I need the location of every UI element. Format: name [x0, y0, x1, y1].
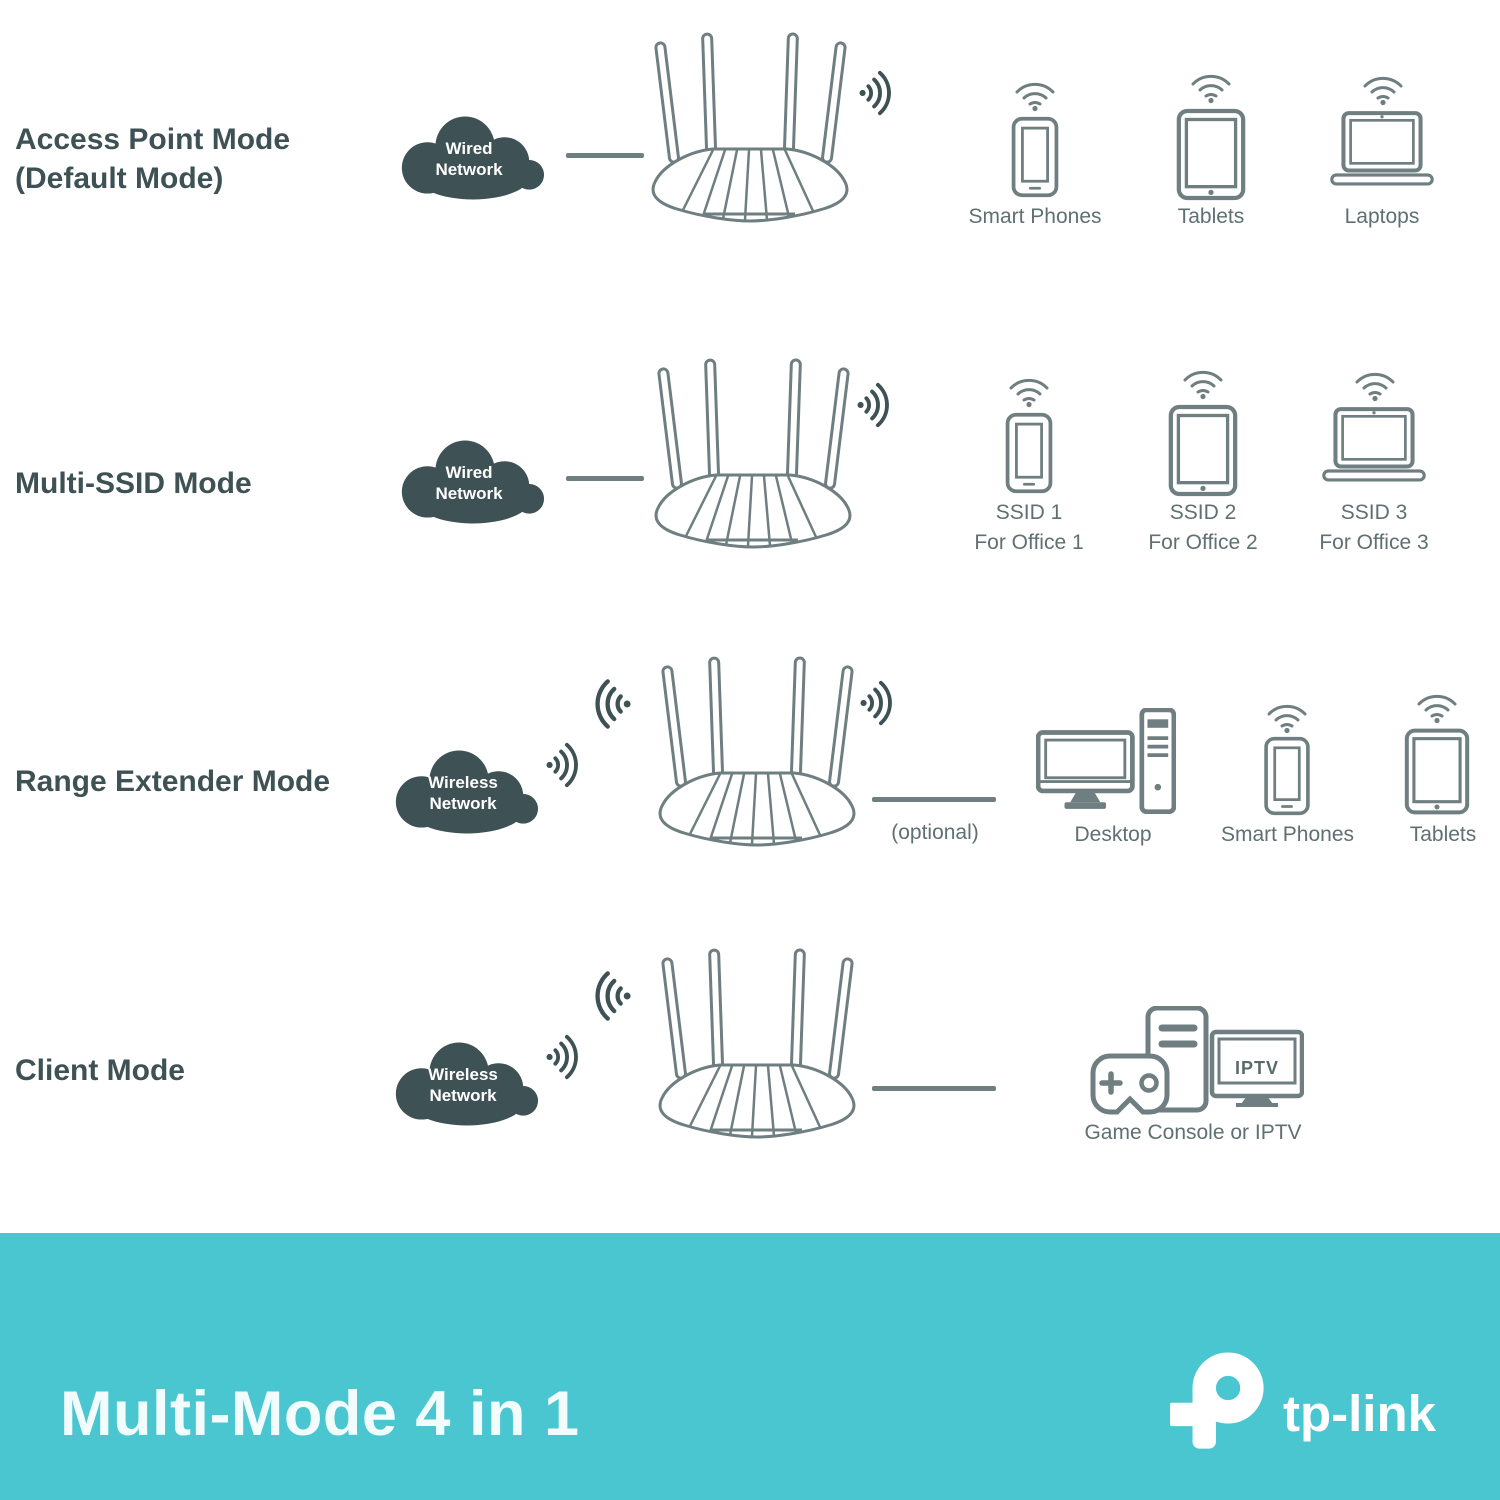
cloud-label: Wired Network: [435, 139, 503, 179]
wifi-fan-icon: [1189, 70, 1233, 104]
mode-label-multi-ssid: Multi-SSID Mode: [15, 467, 252, 500]
wireless-network-cloud: Wireless Network: [384, 1038, 542, 1130]
device-label: Game Console or IPTV: [1084, 1121, 1302, 1144]
wifi-signal-right-icon: [544, 1032, 584, 1082]
wired-connection-line: [566, 153, 644, 158]
ssid-sublabel: For Office 1: [974, 531, 1084, 554]
cloud-label: Wireless Network: [428, 1065, 498, 1105]
device-label: Desktop: [1074, 823, 1152, 846]
device-label: Tablets: [1409, 823, 1477, 846]
wifi-fan-icon: [1013, 78, 1057, 112]
optional-connection-line: [872, 797, 996, 802]
ssid-label: SSID 3: [1340, 501, 1408, 524]
device-label: Smart Phones: [1220, 823, 1355, 846]
router-icon: [648, 358, 858, 556]
wifi-fan-icon: [1361, 72, 1405, 106]
client-connection-line: [872, 1086, 996, 1091]
tablet-icon: [1168, 404, 1238, 497]
wifi-fan-icon: [1265, 700, 1309, 734]
ssid-label: SSID 1: [995, 501, 1063, 524]
laptop-icon: [1322, 406, 1426, 484]
wifi-signal-left-icon: [588, 676, 634, 732]
footer-band: [0, 1233, 1500, 1500]
cloud-label: Wired Network: [435, 463, 503, 503]
wifi-signal-right-icon: [858, 678, 898, 728]
router-icon: [652, 656, 862, 854]
wifi-signal-right-icon: [855, 380, 895, 430]
tablet-icon: [1404, 728, 1470, 815]
desktop-icon: [1036, 708, 1176, 823]
cloud-label: Wireless Network: [428, 773, 498, 813]
wifi-fan-icon: [1353, 368, 1397, 402]
wireless-network-cloud: Wireless Network: [384, 746, 542, 838]
wired-network-cloud: Wired Network: [390, 112, 548, 204]
tablet-icon: [1176, 108, 1246, 201]
wired-connection-line: [566, 476, 644, 481]
mode-label-range-extender: Range Extender Mode: [15, 765, 331, 798]
optional-label: (optional): [891, 821, 979, 844]
device-label: Smart Phones: [968, 205, 1102, 228]
smartphone-icon: [1004, 412, 1054, 494]
smartphone-icon: [1010, 116, 1060, 198]
ssid-sublabel: For Office 3: [1319, 531, 1429, 554]
device-label: Tablets: [1177, 205, 1245, 228]
wifi-signal-right-icon: [544, 740, 584, 790]
mode-label-access-point: Access Point Mode (Default Mode): [15, 123, 291, 195]
iptv-screen-label: IPTV: [1234, 1058, 1279, 1078]
wifi-fan-icon: [1007, 374, 1051, 408]
laptop-icon: [1330, 110, 1434, 188]
ssid-sublabel: For Office 2: [1148, 531, 1258, 554]
smartphone-icon: [1262, 736, 1312, 816]
wifi-fan-icon: [1181, 366, 1225, 400]
wifi-signal-right-icon: [857, 68, 897, 118]
router-icon: [652, 948, 862, 1146]
mode-label-client: Client Mode: [15, 1054, 185, 1087]
ssid-label: SSID 2: [1169, 501, 1237, 524]
wifi-signal-left-icon: [588, 968, 634, 1024]
footer-title: Multi-Mode 4 in 1: [60, 1379, 580, 1449]
wired-network-cloud: Wired Network: [390, 436, 548, 528]
wifi-fan-icon: [1415, 690, 1459, 724]
router-icon: [645, 32, 855, 230]
tp-link-logo-icon: [1170, 1343, 1274, 1459]
device-label: Laptops: [1344, 205, 1420, 228]
tp-link-wordmark: tp-link: [1283, 1385, 1436, 1442]
